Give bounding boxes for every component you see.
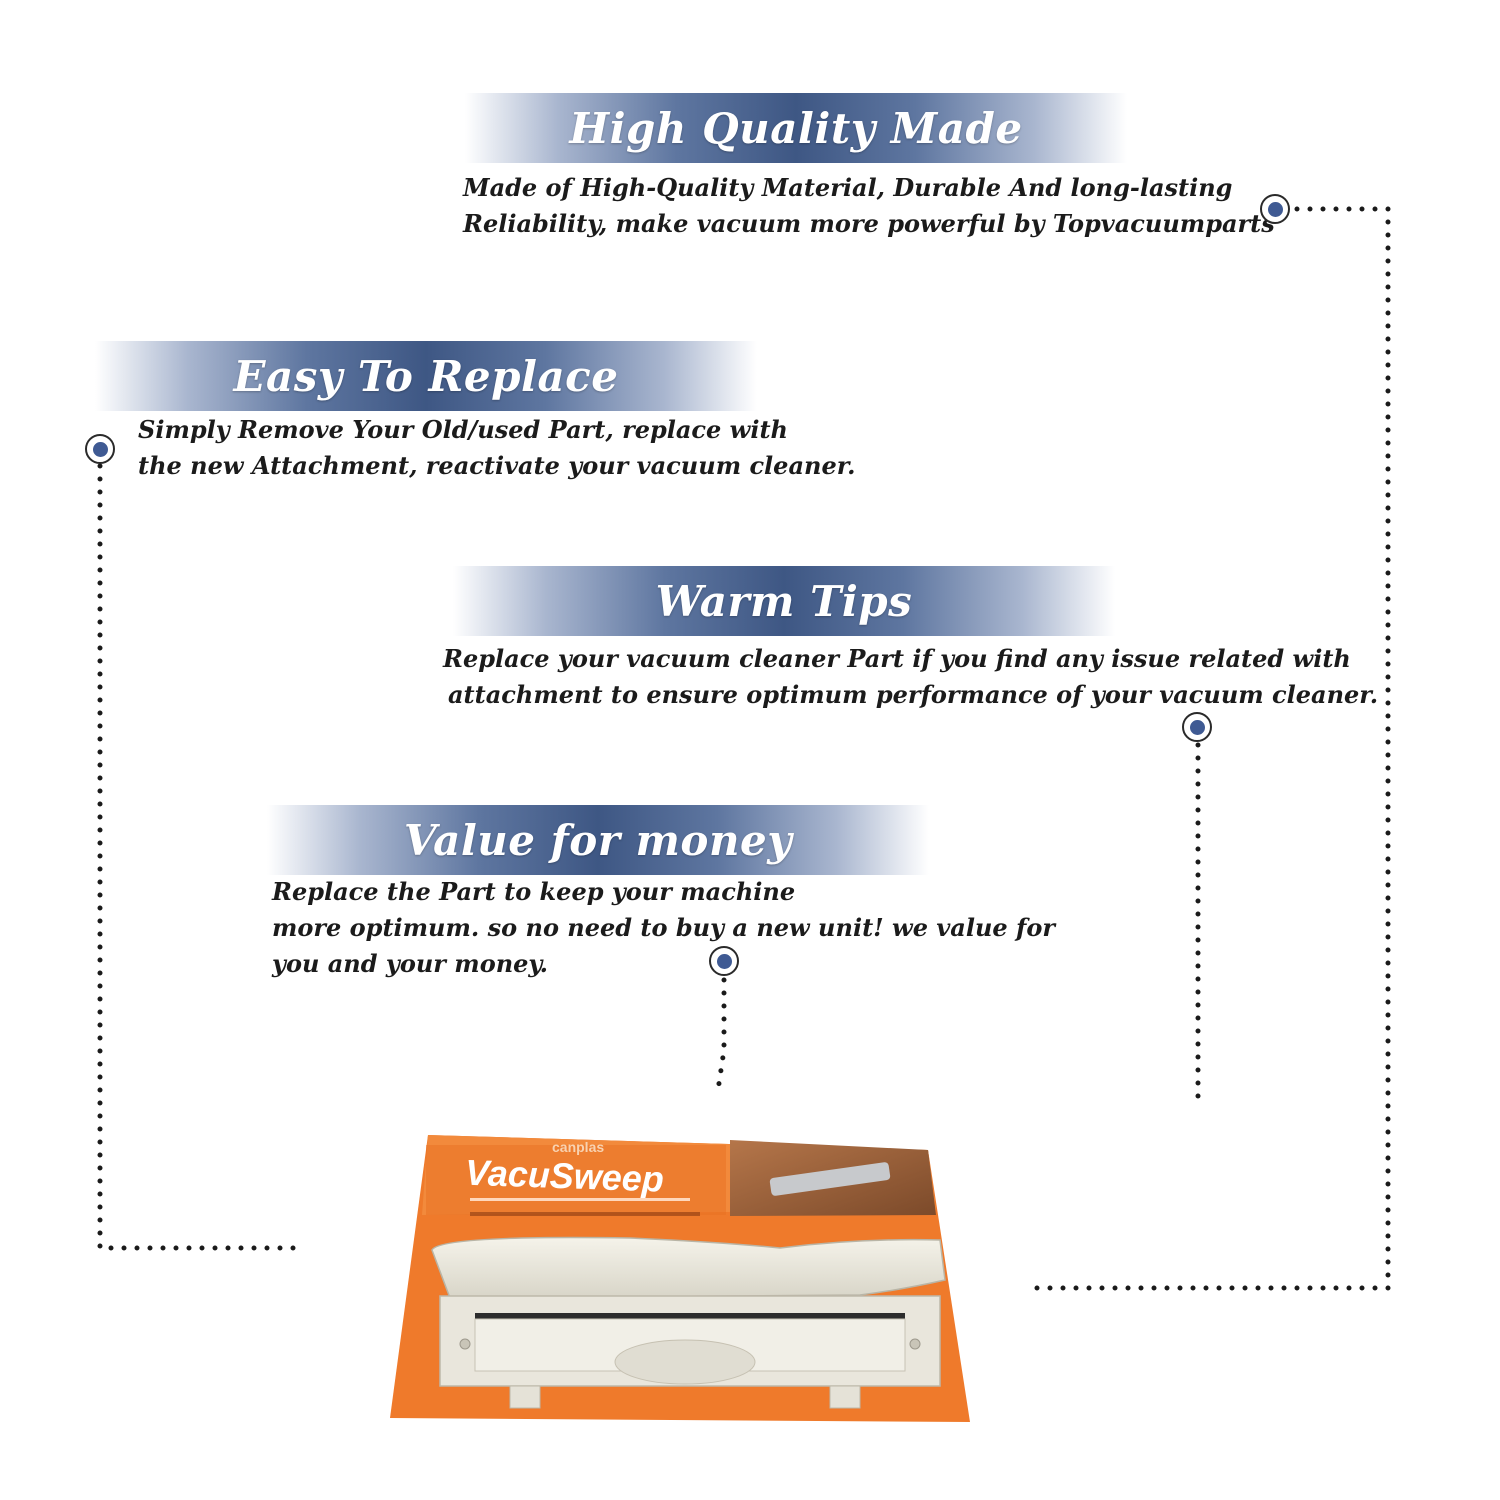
- banner-high-quality: High Quality Made: [465, 93, 1127, 163]
- marker-easy-replace-icon: [85, 434, 115, 464]
- banner-warm-tips: Warm Tips: [453, 566, 1115, 636]
- text-line: Replace your vacuum cleaner Part if you …: [443, 644, 1351, 673]
- valve-body: [431, 1236, 946, 1299]
- connector-high-quality: [1032, 206, 1391, 1291]
- section-text-value: Replace the Part to keep your machine mo…: [272, 874, 1055, 982]
- product-name: VacuSweep: [464, 1152, 664, 1200]
- section-title-easy-replace: Easy To Replace: [233, 351, 619, 401]
- section-text-easy-replace: Simply Remove Your Old/used Part, replac…: [138, 412, 856, 484]
- banner-easy-replace: Easy To Replace: [95, 341, 757, 411]
- marker-high-quality-icon: [1260, 194, 1290, 224]
- text-line: Reliability, make vacuum more powerful b…: [463, 209, 1275, 238]
- text-line: Simply Remove Your Old/used Part, replac…: [138, 415, 788, 444]
- connector-easy-replace: [97, 463, 301, 1251]
- text-line: the new Attachment, reactivate your vacu…: [138, 451, 856, 480]
- section-title-warm-tips: Warm Tips: [655, 576, 913, 626]
- product-image: canplas VacuSweep: [390, 1135, 970, 1422]
- section-title-value: Value for money: [403, 815, 793, 865]
- marker-value-icon: [709, 946, 739, 976]
- section-title-high-quality: High Quality Made: [569, 103, 1023, 153]
- text-line: more optimum. so no need to buy a new un…: [272, 913, 1055, 942]
- banner-value: Value for money: [267, 805, 929, 875]
- section-text-high-quality: Made of High-Quality Material, Durable A…: [463, 170, 1275, 242]
- text-line: attachment to ensure optimum performance…: [448, 680, 1379, 709]
- text-line: Made of High-Quality Material, Durable A…: [463, 173, 1233, 202]
- connector-value: [715, 977, 727, 1093]
- section-text-warm-tips: Replace your vacuum cleaner Part if you …: [443, 641, 1378, 713]
- marker-warm-tips-icon: [1182, 712, 1212, 742]
- text-line: Replace the Part to keep your machine: [272, 877, 796, 906]
- product-brand: canplas: [552, 1139, 604, 1155]
- text-line: you and your money.: [272, 949, 548, 978]
